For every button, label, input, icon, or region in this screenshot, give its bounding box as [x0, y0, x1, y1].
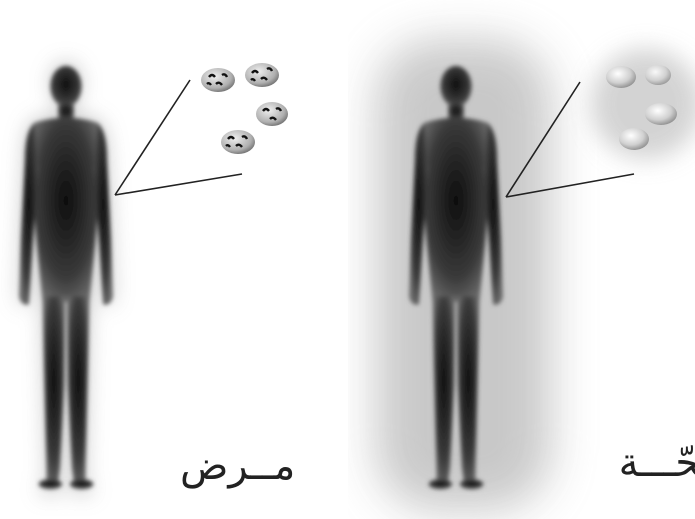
sick-panel: مــرض: [0, 0, 347, 519]
diseased-cell-icon: [201, 63, 288, 154]
healthy-label: صحّـــة: [619, 443, 695, 483]
sick-label: مــرض: [180, 446, 295, 486]
healthy-panel: صحّـــة: [348, 0, 695, 519]
human-silhouette: [19, 66, 113, 489]
sick-illustration: [0, 0, 347, 519]
